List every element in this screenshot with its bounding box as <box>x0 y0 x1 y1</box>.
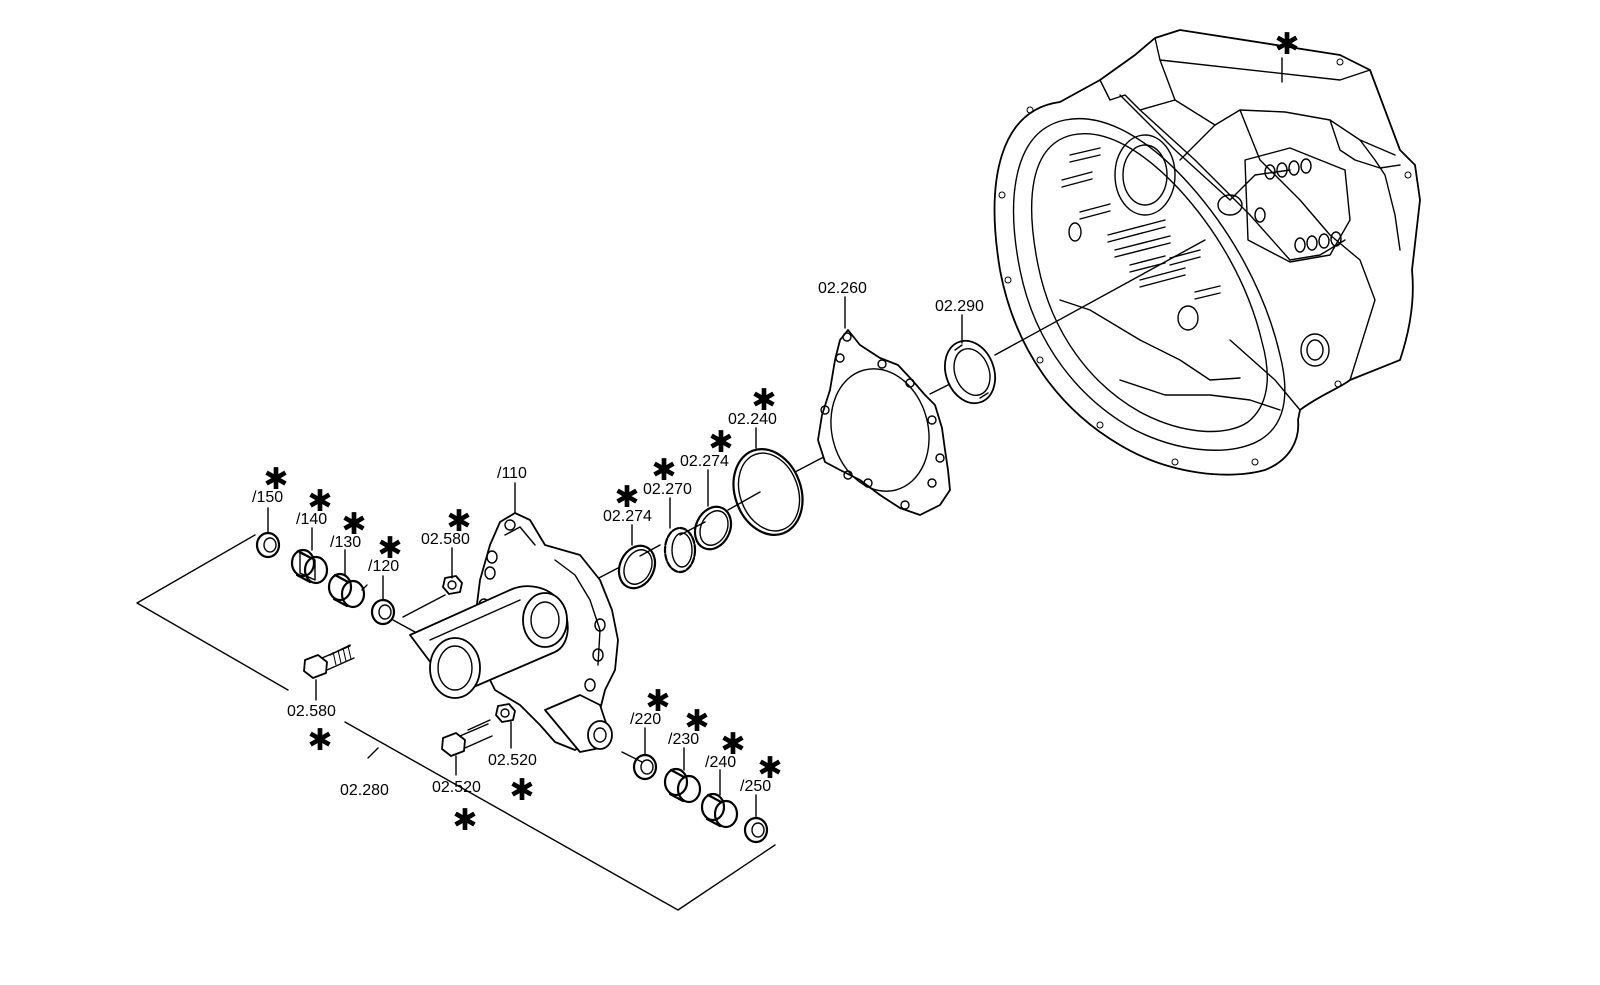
bushing-230 <box>663 767 702 804</box>
cover-bolt-holes <box>1254 158 1342 253</box>
nut-02-580 <box>442 575 463 595</box>
label-02-290: 02.290 <box>935 298 984 315</box>
label-140: /140 <box>296 511 327 528</box>
label-240: /240 <box>705 754 736 771</box>
label-02-274-b: 02.274 <box>680 453 729 470</box>
asterisk-220: ✱ <box>645 685 670 718</box>
asterisk-120: ✱ <box>377 532 402 565</box>
label-02-520-nut: 02.520 <box>488 752 537 769</box>
label-150: /150 <box>252 489 283 506</box>
seal-220 <box>632 753 658 781</box>
assembly-axis-lines <box>329 239 1206 763</box>
asterisk-02-270: ✱ <box>651 454 676 487</box>
asterisk-02-274-b: ✱ <box>708 426 733 459</box>
asterisk-130: ✱ <box>341 508 366 541</box>
asterisk-02-580-nut: ✱ <box>446 505 471 538</box>
seal-120 <box>370 598 396 626</box>
bolt-02-580 <box>303 645 355 679</box>
asterisk-02-580-bolt: ✱ <box>307 724 332 757</box>
ring-02-274-b <box>693 505 733 551</box>
label-02-270: 02.270 <box>643 481 692 498</box>
label-02-274-a: 02.274 <box>603 508 652 525</box>
asterisk-230: ✱ <box>684 705 709 738</box>
assembly-bracket-02-280 <box>136 534 776 911</box>
asterisk-250: ✱ <box>757 752 782 785</box>
flange-bolt-holes <box>998 58 1412 466</box>
o-ring-02-240 <box>732 448 804 536</box>
part-labels: /150 /140 /130 /120 02.580 /110 02.580 0… <box>252 280 984 799</box>
ring-02-274-a <box>617 544 657 590</box>
label-02-240: 02.240 <box>728 411 777 428</box>
label-120: /120 <box>368 558 399 575</box>
seal-150 <box>255 531 281 559</box>
seal-02-290 <box>944 339 996 405</box>
asterisk-150: ✱ <box>263 463 288 496</box>
asterisk-02-274-a: ✱ <box>614 481 639 514</box>
housing-studs <box>1061 147 1221 300</box>
label-130: /130 <box>330 534 361 551</box>
seal-250 <box>743 816 769 844</box>
label-02-580-bolt: 02.580 <box>287 703 336 720</box>
bolt-02-520 <box>441 723 493 757</box>
bushing-140 <box>290 548 329 585</box>
label-110: /110 <box>497 465 527 482</box>
asterisk-markers: ✱ ✱ ✱ ✱ ✱ ✱ ✱ ✱ ✱ ✱ ✱ ✱ ✱ ✱ ✱ ✱ ✱ <box>263 28 1299 837</box>
gasket-02-260 <box>817 329 951 516</box>
label-230: /230 <box>668 731 699 748</box>
cover-110 <box>409 512 619 753</box>
asterisk-02-520-bolt: ✱ <box>452 804 477 837</box>
asterisk-02-240: ✱ <box>751 384 776 417</box>
asterisk-housing: ✱ <box>1274 28 1299 61</box>
nut-02-520 <box>495 703 516 723</box>
asterisk-240: ✱ <box>720 728 745 761</box>
label-220: /220 <box>630 711 661 728</box>
transmission-housing <box>993 29 1421 476</box>
bushing-130 <box>327 572 366 609</box>
label-250: /250 <box>740 778 771 795</box>
label-02-260: 02.260 <box>818 280 867 297</box>
leader-lines <box>267 57 1283 819</box>
label-02-520-bolt: 02.520 <box>432 779 481 796</box>
label-02-280: 02.280 <box>340 782 389 799</box>
asterisk-02-520-nut: ✱ <box>509 774 534 807</box>
asterisk-140: ✱ <box>307 485 332 518</box>
circlip-02-270 <box>663 526 697 574</box>
gasket-holes <box>820 332 945 510</box>
label-02-580-nut: 02.580 <box>421 531 470 548</box>
bushing-240 <box>700 792 739 829</box>
